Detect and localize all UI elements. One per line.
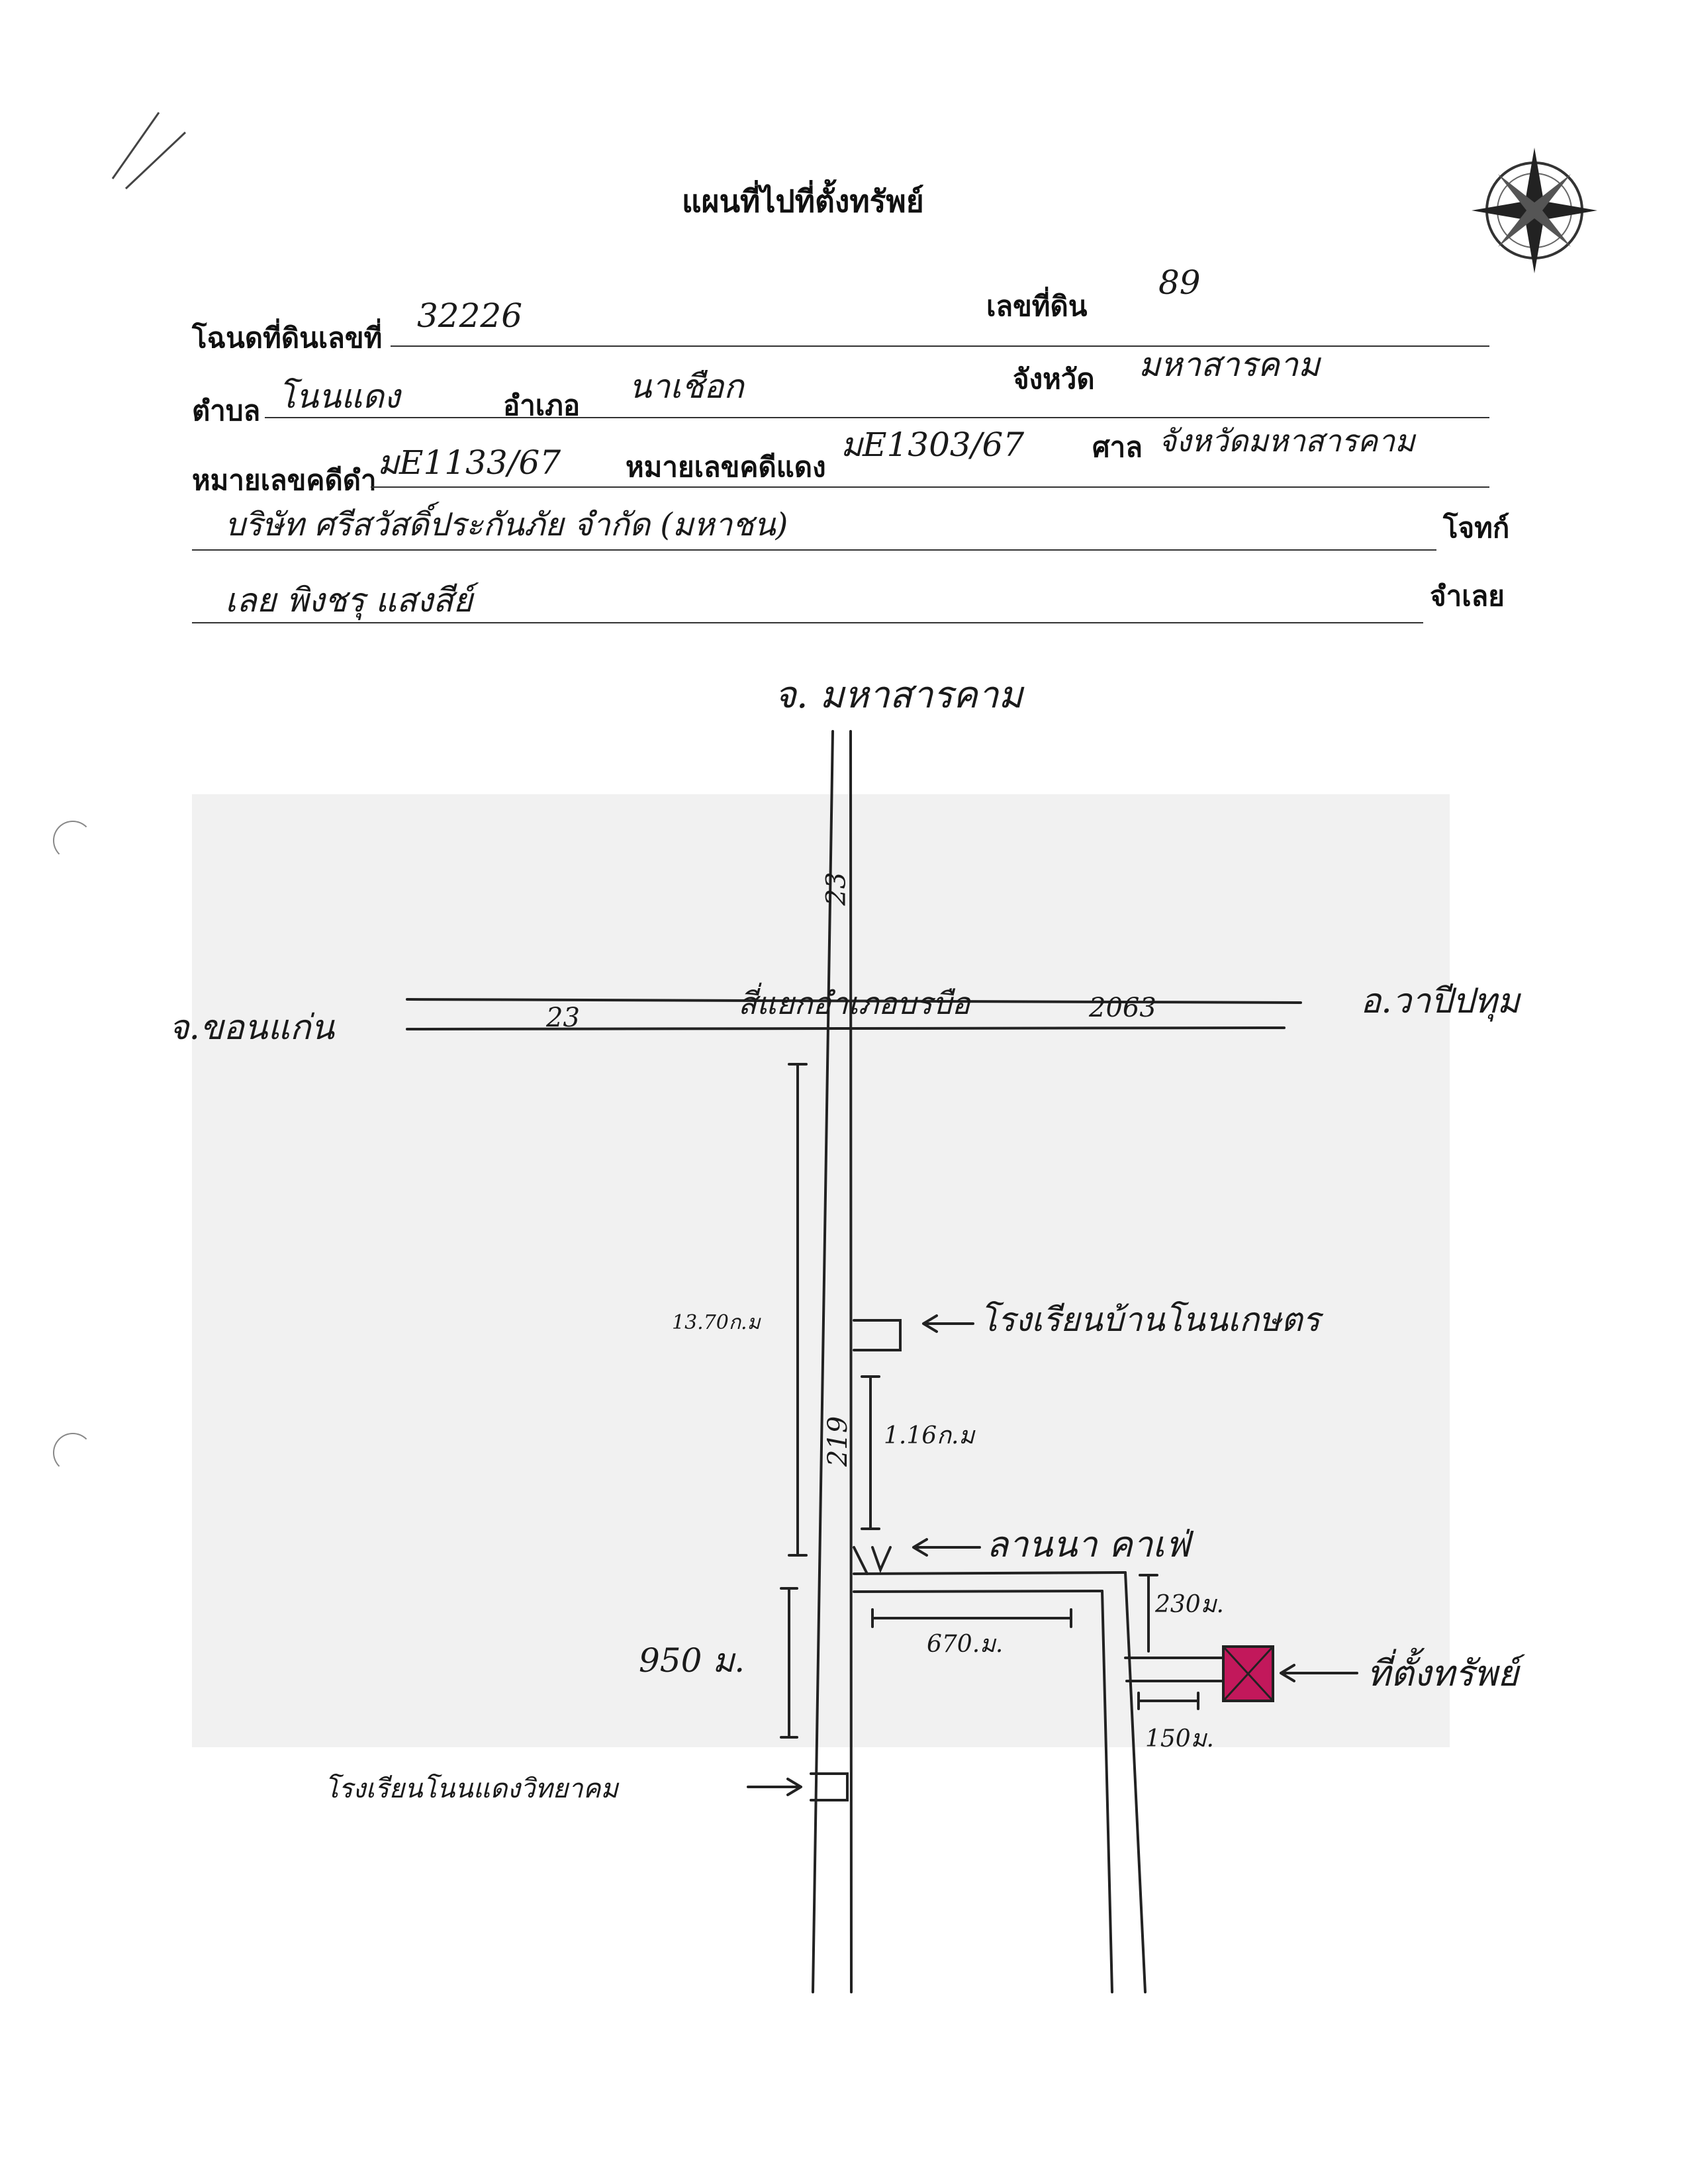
province-label: จังหวัด <box>1013 363 1095 395</box>
punch-hole-top <box>53 821 93 860</box>
road-vertical-left-edge <box>812 730 834 1993</box>
school-2-label: โรงเรียนโนนแดงวิทยาคม <box>324 1774 618 1804</box>
scan-shadow-area <box>192 794 1450 1747</box>
defendant-value: เลย พิงชรุ แสงสีย์ <box>225 581 473 619</box>
north-destination-label: จ. มหาสารคาม <box>774 674 1023 717</box>
side-road-top <box>853 1571 1127 1575</box>
road-2063-label: 2063 <box>1089 993 1156 1023</box>
case-underline <box>371 486 1489 488</box>
red-case-value: มE1303/67 <box>841 426 1025 464</box>
school-1-marker <box>853 1319 902 1351</box>
cafe-label: ลานนา คาเฟ่ <box>986 1524 1190 1565</box>
east-destination-label: อ.วาปีปทุม <box>1360 981 1520 1021</box>
junction-label: สี่แยกอำเภอบรบือ <box>738 985 970 1021</box>
deed-underline <box>391 345 1489 347</box>
black-case-value: มE1133/67 <box>377 443 561 482</box>
punch-hole-bottom <box>53 1433 93 1473</box>
arrow-property <box>1280 1664 1358 1682</box>
distance-150m: 150ม. <box>1145 1725 1214 1752</box>
distance-13-70km: 13.70ก.ม <box>672 1311 761 1334</box>
red-case-label: หมายเลขคดีแดง <box>626 451 826 483</box>
defendant-label: จำเลย <box>1430 580 1505 612</box>
property-location-label: ที่ตั้งทรัพย์ <box>1367 1653 1519 1694</box>
road-23-top-label: 23 <box>821 872 852 906</box>
defendant-underline <box>192 622 1423 623</box>
school-1-label: โรงเรียนบ้านโนนเกษตร <box>980 1300 1321 1339</box>
page-title: แผนที่ไปที่ตั้งทรัพย์ <box>682 183 924 219</box>
land-no-label: เลขที่ดิน <box>986 290 1088 322</box>
distance-1-16km: 1.16ก.ม <box>884 1422 975 1449</box>
arrow-cafe <box>912 1538 981 1557</box>
subdistrict-label: ตำบล <box>192 394 261 427</box>
side-road-vertical-outer <box>1124 1571 1147 1993</box>
arrow-school-2 <box>747 1778 802 1796</box>
west-destination-label: จ.ขอนแก่น <box>169 1008 334 1048</box>
deed-label: โฉนดที่ดินเลขที่ <box>192 322 383 354</box>
road-23-left-label: 23 <box>546 1003 580 1033</box>
distance-230m: 230ม. <box>1155 1591 1224 1618</box>
plaintiff-value: บริษัท ศรีสวัสดิ์ประกันภัย จำกัด (มหาชน) <box>225 506 788 543</box>
black-case-label: หมายเลขคดีดำ <box>192 464 377 496</box>
province-value: มหาสารคาม <box>1139 345 1320 384</box>
plaintiff-label: โจทก์ <box>1443 512 1510 544</box>
road-horizontal-bottom-edge <box>406 1026 1286 1030</box>
district-label: อำเภอ <box>503 389 581 422</box>
road-horizontal-top-edge <box>406 998 1302 1004</box>
address-underline <box>265 417 1489 418</box>
school-2-marker <box>810 1772 849 1801</box>
side-road-vertical-inner <box>1101 1590 1113 1993</box>
district-value: นาเชือก <box>629 367 744 406</box>
arrow-school-1 <box>922 1314 974 1333</box>
court-label: ศาล <box>1092 431 1143 463</box>
cafe-marker <box>853 1546 892 1575</box>
deed-value: 32226 <box>417 296 523 335</box>
land-no-value: 89 <box>1158 263 1201 302</box>
court-value: จังหวัดมหาสารคาม <box>1158 423 1415 459</box>
plaintiff-underline <box>192 549 1436 551</box>
side-road-bottom <box>853 1590 1103 1593</box>
road-219-label: 219 <box>823 1416 854 1467</box>
subdistrict-value: โนนแดง <box>278 377 400 416</box>
distance-950m: 950 ม. <box>639 1641 745 1680</box>
distance-670m: 670.ม. <box>927 1631 1004 1658</box>
